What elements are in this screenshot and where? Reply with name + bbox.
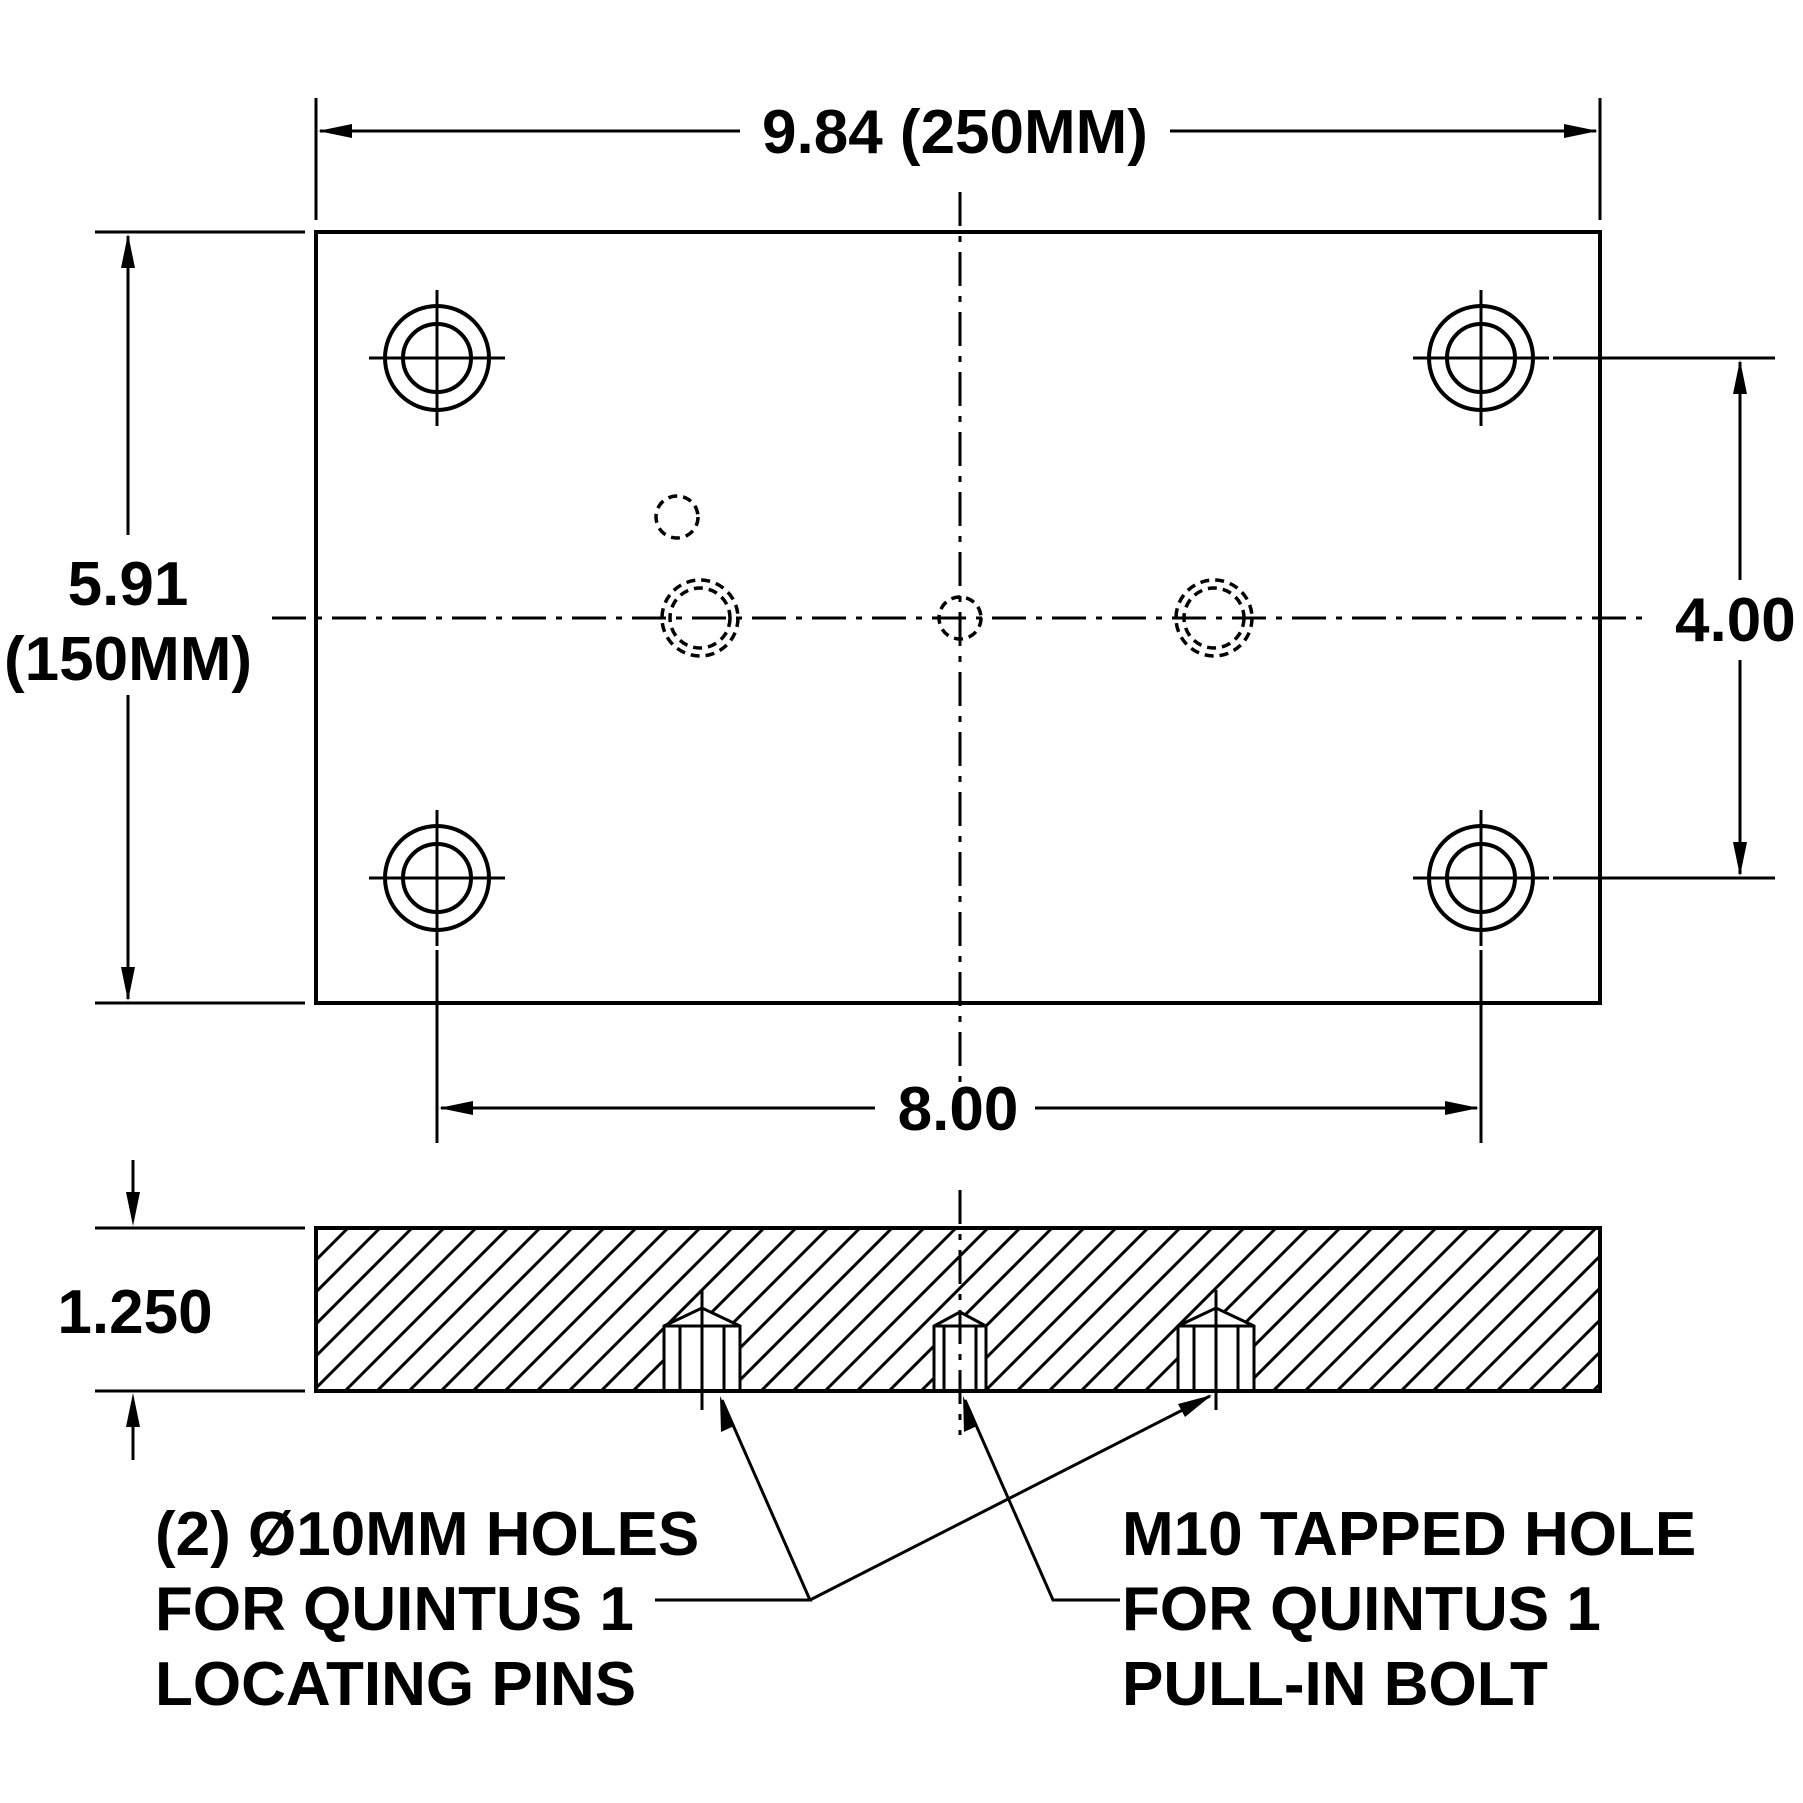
hatch-line (599, 1228, 766, 1391)
note-tapped-hole-line-3: PULL-IN BOLT (1122, 1650, 1548, 1719)
hole-spacing-vertical-label: 4.00 (1675, 586, 1796, 655)
hatch-line (343, 1228, 510, 1391)
note-locating-pins-line-1: (2) Ø10MM HOLES (155, 1500, 699, 1569)
hatch-line (1431, 1228, 1598, 1391)
hatch-line (567, 1228, 734, 1391)
mounting-hole-top-left (369, 290, 505, 426)
hatch-line (759, 1228, 926, 1391)
hatch-line (1591, 1381, 1600, 1391)
hatch-line (471, 1228, 638, 1391)
hatch-line (791, 1228, 958, 1391)
hidden-tapped-hole (937, 595, 983, 641)
height-dimension: 5.91 (150MM) (4, 230, 305, 1005)
hole-spacing-horizontal-dimension: 8.00 (435, 950, 1483, 1144)
leader-tapped-hole (963, 1396, 1120, 1602)
hatch-line (1015, 1228, 1182, 1391)
height-dimension-inches: 5.91 (68, 550, 189, 619)
note-tapped-hole: M10 TAPPED HOLE FOR QUINTUS 1 PULL-IN BO… (1122, 1500, 1696, 1719)
width-dimension-label: 9.84 (250MM) (762, 98, 1148, 167)
note-tapped-hole-line-2: FOR QUINTUS 1 (1122, 1575, 1601, 1644)
hatch-line (1463, 1253, 1600, 1391)
height-dimension-mm: (150MM) (4, 625, 252, 694)
mounting-hole-top-right (1413, 290, 1549, 426)
hatch-line (983, 1228, 1150, 1391)
hatch-line (1559, 1349, 1600, 1391)
note-locating-pins-line-3: LOCATING PINS (155, 1650, 636, 1719)
section-outline (314, 1226, 1602, 1393)
hatch-line (1721, 1228, 1803, 1391)
note-locating-pins: (2) Ø10MM HOLES FOR QUINTUS 1 LOCATING P… (155, 1500, 699, 1719)
hatch-line (1367, 1228, 1534, 1391)
hatch-line (1271, 1228, 1438, 1391)
hatch-line (1399, 1228, 1566, 1391)
hatch-line (1495, 1285, 1600, 1391)
hatch-line (1689, 1228, 1803, 1391)
hatch-line (887, 1228, 1054, 1391)
hatch-line (727, 1228, 894, 1391)
hatch-line (1303, 1228, 1470, 1391)
hatch-line (316, 1228, 478, 1391)
section-view: 1.250 (2) Ø10MM HOLES FOR QUINTUS 1 LOCA… (57, 1160, 1803, 1719)
hatch-line (1239, 1228, 1406, 1391)
hatch-line (1625, 1228, 1788, 1391)
hatch-line (1753, 1228, 1803, 1391)
note-tapped-hole-line-1: M10 TAPPED HOLE (1122, 1500, 1696, 1569)
top-view: 9.84 (250MM) 5.91 (150MM) 4.00 (4, 98, 1796, 1144)
hatch-line (316, 1228, 446, 1359)
mounting-hole-bottom-left (369, 810, 505, 946)
hatch-line (535, 1228, 702, 1391)
thickness-dimension-label: 1.250 (57, 1278, 212, 1347)
section-locating-pin-hole-right (1176, 1290, 1256, 1410)
hatch-line (1143, 1228, 1310, 1391)
hatch-line (1657, 1228, 1803, 1391)
hidden-locating-pin-hole-right (1174, 578, 1254, 658)
section-tapped-hole (932, 1310, 988, 1391)
hole-spacing-vertical-dimension: 4.00 (1553, 356, 1796, 880)
hatch-line (1335, 1228, 1502, 1391)
hatch-line (503, 1228, 670, 1391)
hatch-line (855, 1228, 1022, 1391)
width-dimension: 9.84 (250MM) (314, 98, 1602, 220)
hatch-line (439, 1228, 606, 1391)
hatch-line (631, 1228, 798, 1391)
thickness-dimension: 1.250 (57, 1160, 305, 1460)
hatch-line (407, 1228, 574, 1391)
leader-locating-pins (655, 1394, 1212, 1602)
hatch-line (1047, 1228, 1214, 1391)
hatch-line (375, 1228, 542, 1391)
hole-spacing-horizontal-label: 8.00 (898, 1075, 1019, 1144)
hatch-line (316, 1228, 414, 1327)
mounting-hole-bottom-right (1413, 810, 1549, 946)
hidden-small-hole (654, 494, 700, 540)
hatch-line (316, 1228, 350, 1263)
hatch-line (1111, 1228, 1278, 1391)
hatch-line (316, 1228, 382, 1295)
hidden-locating-pin-hole-left (660, 578, 740, 658)
note-locating-pins-line-2: FOR QUINTUS 1 (155, 1575, 634, 1644)
hatch-line (1079, 1228, 1246, 1391)
hatch-line (1527, 1317, 1600, 1391)
